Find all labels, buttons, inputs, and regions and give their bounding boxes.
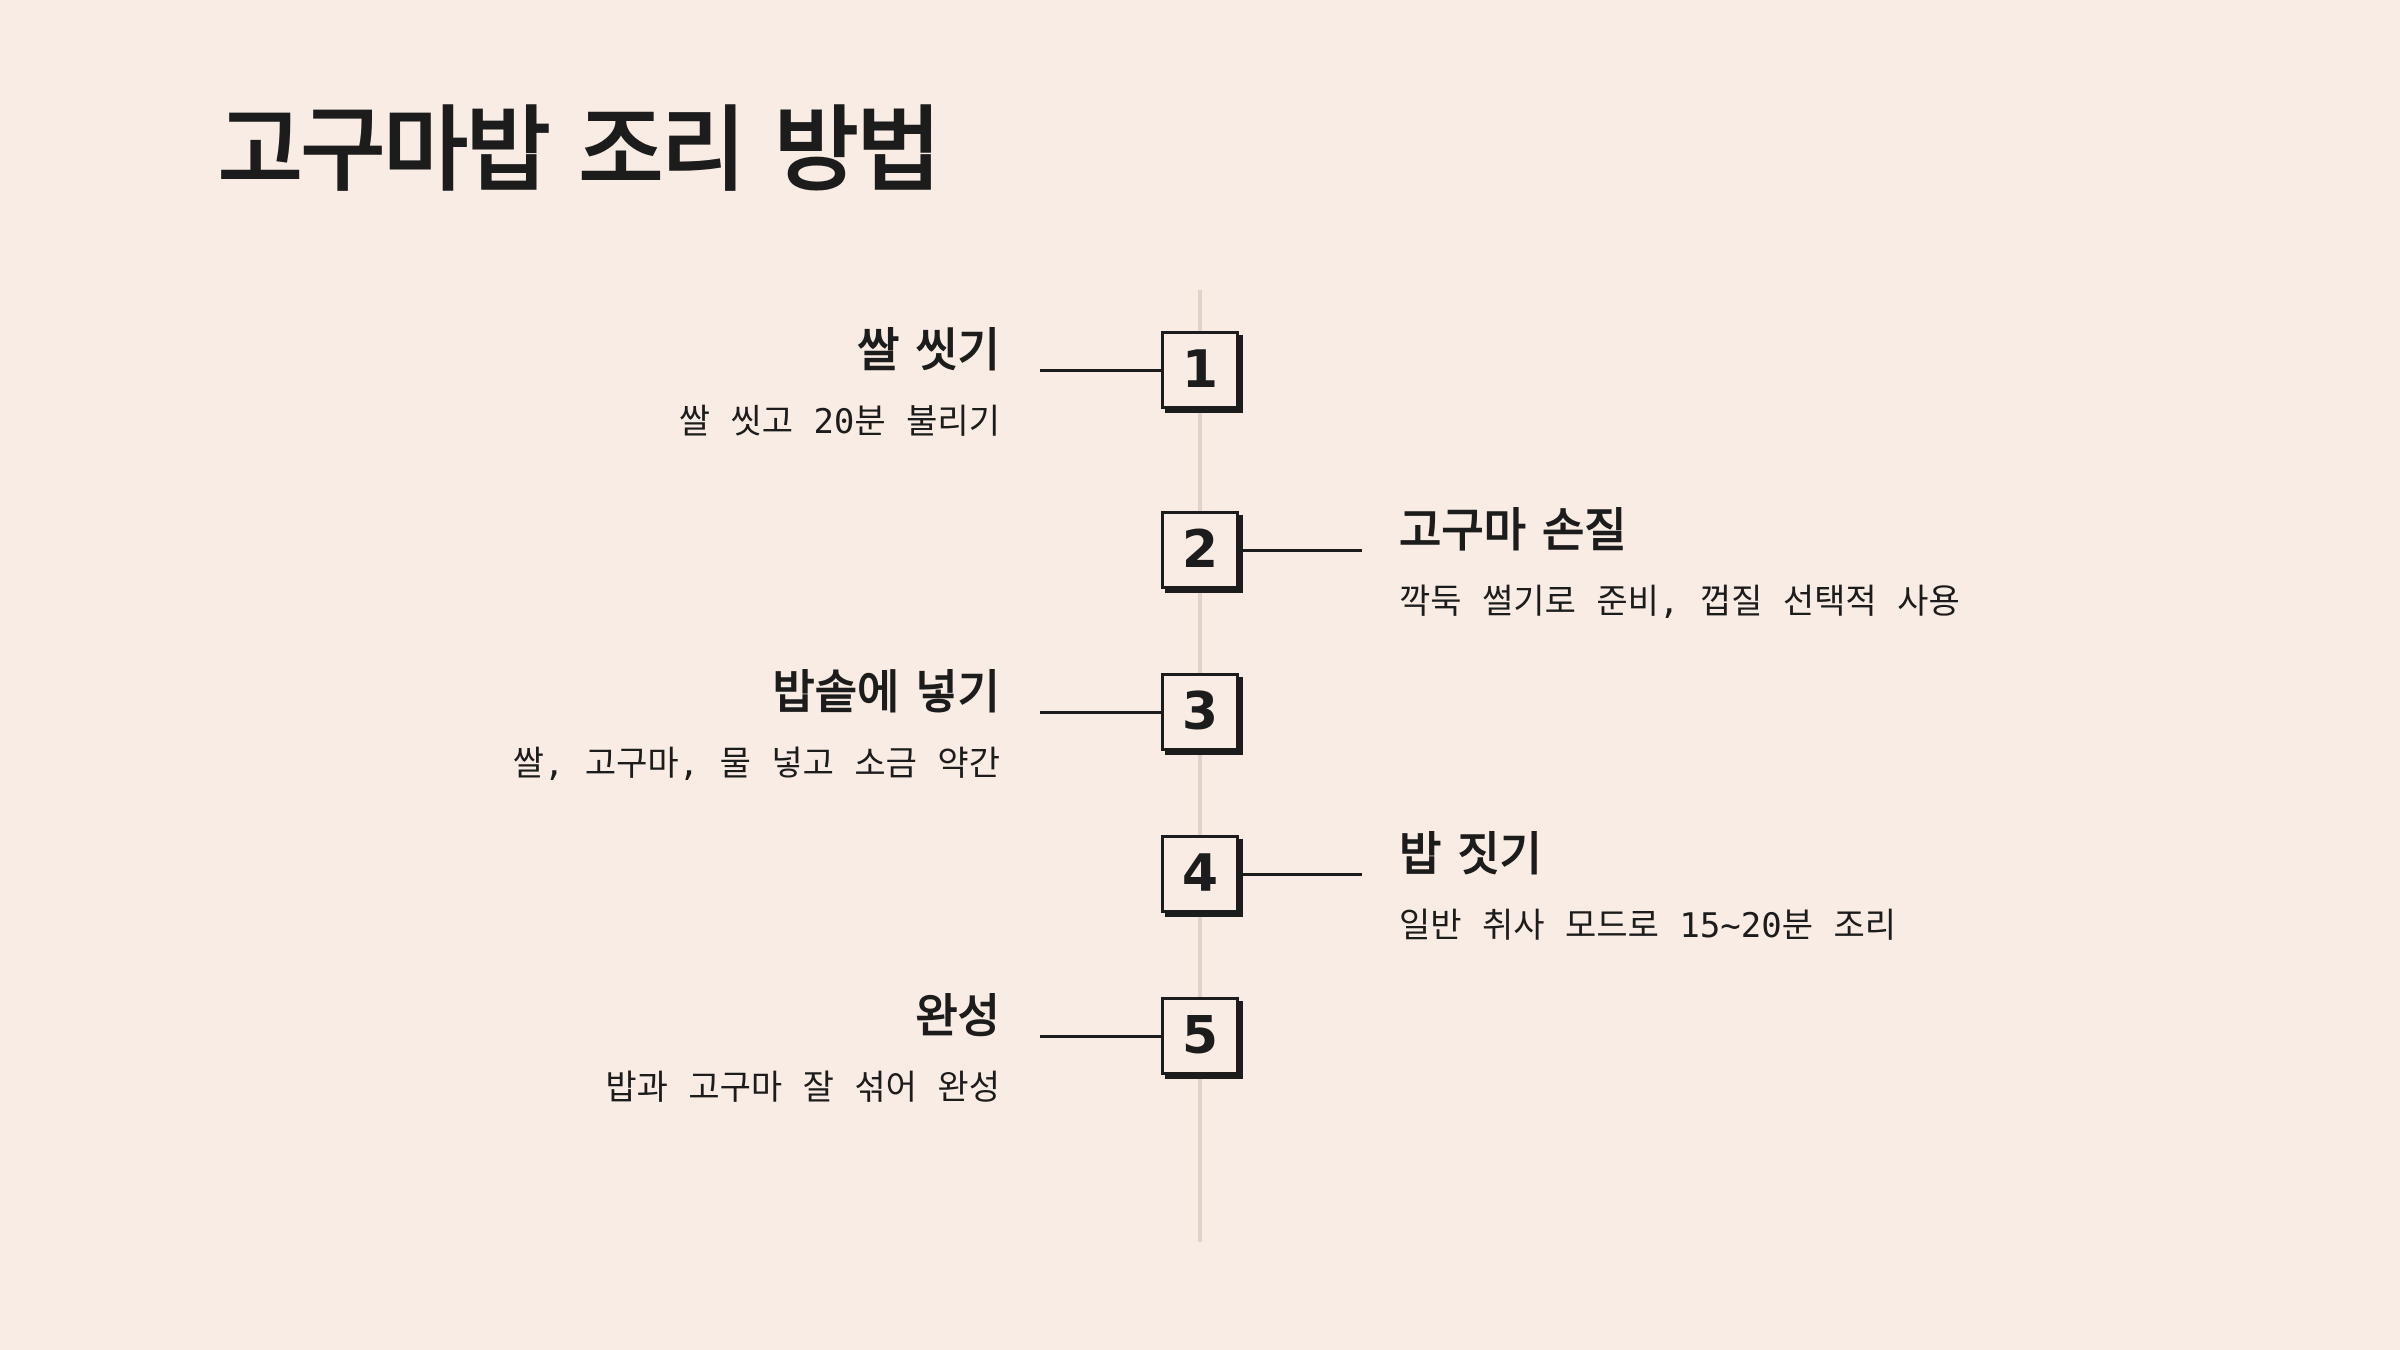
step-1-description: 쌀 씻고 20분 불리기 <box>678 402 1000 442</box>
step-5-title: 완성 <box>915 989 1000 1043</box>
step-2-text: 고구마 손질 깍둑 썰기로 준비, 껍질 선택적 사용 <box>1399 502 1960 624</box>
step-2-connector <box>1238 549 1362 552</box>
step-4-number: 4 <box>1181 844 1219 904</box>
step-4-text: 밥 짓기 일반 취사 모드로 15~20분 조리 <box>1399 826 1896 948</box>
step-2-title: 고구마 손질 <box>1399 503 1627 557</box>
timeline-axis <box>1198 290 1202 1242</box>
step-1-number: 1 <box>1181 340 1219 400</box>
step-3-text: 밥솥에 넣기 쌀, 고구마, 물 넣고 소금 약간 <box>513 664 1000 786</box>
step-2-description: 깍둑 썰기로 준비, 껍질 선택적 사용 <box>1399 582 1960 622</box>
step-5-number: 5 <box>1181 1006 1219 1066</box>
step-1-title: 쌀 씻기 <box>857 323 1000 377</box>
step-5-text: 완성 밥과 고구마 잘 섞어 완성 <box>605 988 1000 1110</box>
step-2-number: 2 <box>1181 520 1219 580</box>
page-title: 고구마밥 조리 방법 <box>218 97 941 204</box>
step-1-connector <box>1040 369 1162 372</box>
step-4-connector <box>1238 873 1362 876</box>
step-3-title: 밥솥에 넣기 <box>772 665 1000 719</box>
step-3-badge: 3 <box>1161 673 1239 751</box>
step-3-connector <box>1040 711 1162 714</box>
step-3-description: 쌀, 고구마, 물 넣고 소금 약간 <box>512 744 1000 784</box>
step-5-badge: 5 <box>1161 997 1239 1075</box>
step-2-badge: 2 <box>1161 511 1239 589</box>
step-5-connector <box>1040 1035 1162 1038</box>
step-1-text: 쌀 씻기 쌀 씻고 20분 불리기 <box>679 322 1000 444</box>
step-1-badge: 1 <box>1161 331 1239 409</box>
step-5-description: 밥과 고구마 잘 섞어 완성 <box>605 1068 1000 1108</box>
step-4-badge: 4 <box>1161 835 1239 913</box>
step-4-title: 밥 짓기 <box>1399 827 1542 881</box>
step-3-number: 3 <box>1181 682 1219 742</box>
step-4-description: 일반 취사 모드로 15~20분 조리 <box>1399 906 1897 946</box>
